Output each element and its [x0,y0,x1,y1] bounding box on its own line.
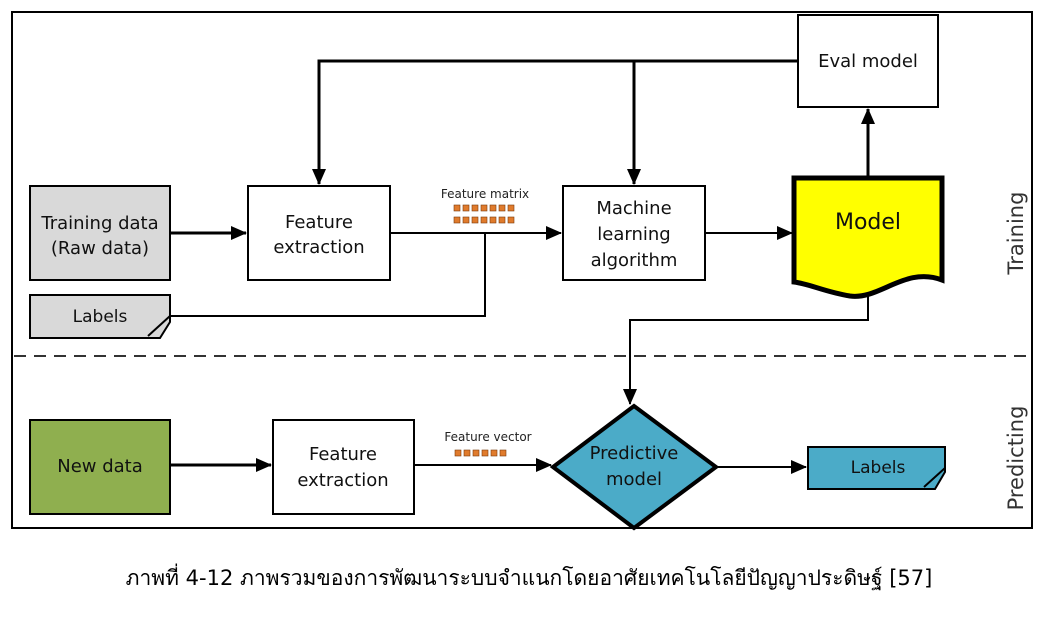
feature-matrix-cell [498,216,506,224]
feature-matrix-cell [480,204,488,212]
feature-vector-cell [472,449,480,457]
feature-matrix-cell [507,204,515,212]
ml-algorithm-line3: algorithm [591,250,678,271]
eval-model-node: Eval model [797,14,939,108]
ml-algorithm-line1: Machine [596,198,671,219]
output-labels-node: Labels [807,446,946,490]
feature-matrix-cell [471,216,479,224]
feature-matrix-cell [453,216,461,224]
feature-matrix-cell [498,204,506,212]
predictive-model-line1: Predictive [590,443,679,464]
feature-extraction-training-line2: extraction [273,237,364,258]
connector-model-to-predictive [623,294,869,405]
feature-vector-cell [499,449,507,457]
connector-eval-feedback [312,59,798,185]
feature-extraction-predicting-line1: Feature [309,444,377,465]
ml-algorithm-node: Machine learning algorithm [562,185,706,281]
model-label: Model [835,210,901,235]
feature-extraction-predicting-line2: extraction [297,470,388,491]
feature-matrix-cell [471,204,479,212]
feature-vector-label: Feature vector [444,430,531,444]
training-labels-node: Labels [29,294,171,339]
feature-matrix-cell [507,216,515,224]
predictive-model-node: Predictive model [549,403,720,531]
feature-matrix-cell [462,216,470,224]
training-data-node: Training data (Raw data) [29,185,171,281]
feature-vector-cell [463,449,471,457]
new-data-node: New data [29,419,171,515]
output-labels-text: Labels [851,458,906,478]
feature-matrix-cell [489,204,497,212]
feature-extraction-training-line1: Feature [285,212,353,233]
feature-matrix-label: Feature matrix [441,187,529,201]
feature-matrix-cell [462,204,470,212]
training-data-label-line2: (Raw data) [51,238,149,259]
feature-vector-cell [454,449,462,457]
eval-model-label: Eval model [818,51,918,72]
feature-vector-icon [454,449,507,457]
feature-matrix-cell [489,216,497,224]
feature-vector-cell [490,449,498,457]
predictive-model-line2: model [606,469,662,490]
flow-diagram: Training Predicting Training data (Raw d… [11,11,1033,531]
feature-vector-cell [481,449,489,457]
feature-extraction-node-predicting: Feature extraction [272,419,415,515]
ml-algorithm-line2: learning [597,224,670,245]
feature-extraction-node-training: Feature extraction [247,185,391,281]
training-section-label: Training [1004,192,1028,276]
model-node: Model [791,175,945,299]
predicting-section-label: Predicting [1004,406,1028,511]
feature-matrix-icon [453,204,515,224]
feature-matrix-cell [480,216,488,224]
connector-labels-to-ml [170,233,486,317]
feature-matrix-cell [453,204,461,212]
training-data-label-line1: Training data [40,213,158,234]
figure-caption: ภาพที่ 4-12 ภาพรวมของการพัฒนาระบบจำแนกโด… [125,566,933,590]
training-labels-text: Labels [73,307,128,327]
new-data-label: New data [57,456,143,477]
